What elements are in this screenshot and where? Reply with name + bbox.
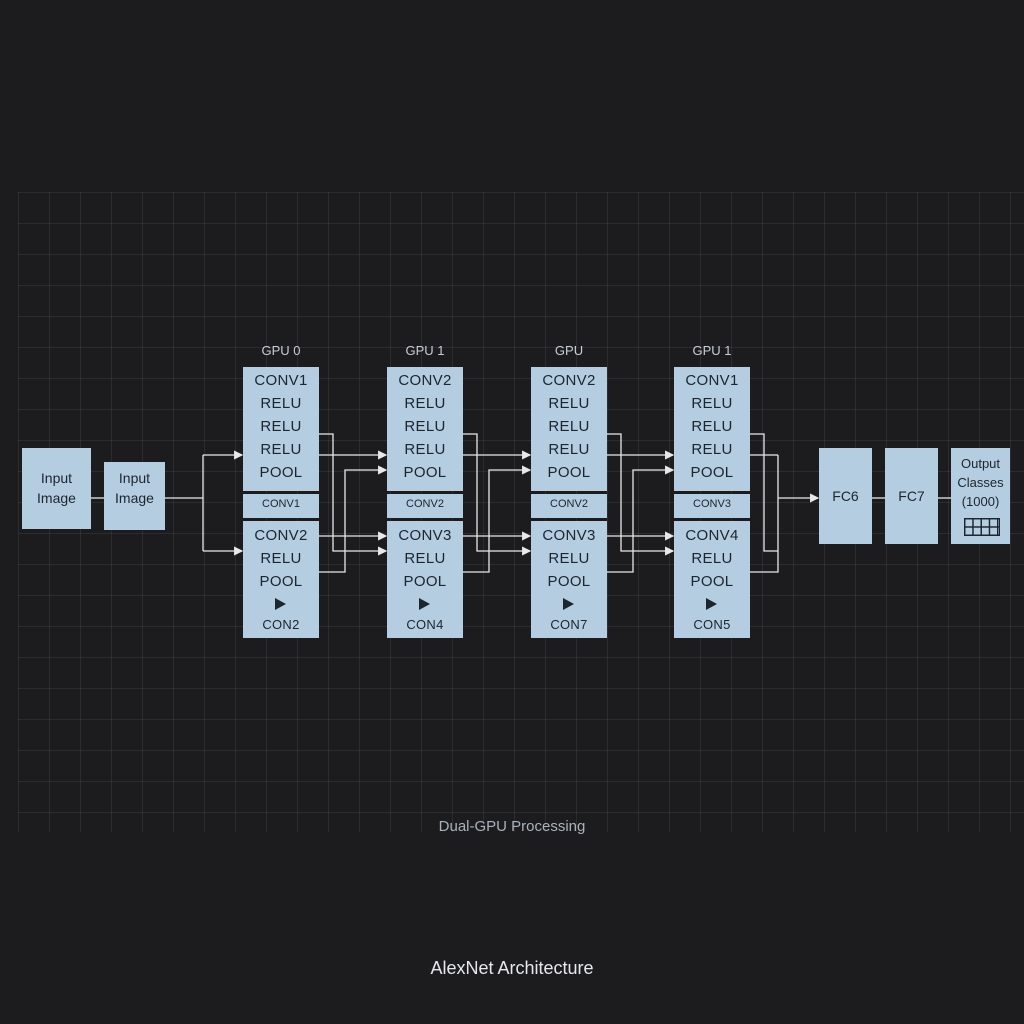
gpu-label: GPU 1 bbox=[405, 343, 445, 358]
layer-label: POOL bbox=[690, 464, 734, 481]
layer-label: RELU bbox=[691, 418, 733, 435]
layer-label: RELU bbox=[260, 550, 302, 567]
end-layer-label: CON2 bbox=[262, 617, 300, 632]
mid-layer-label: CONV3 bbox=[693, 498, 731, 510]
gpu-mid-block: CONV3 bbox=[674, 494, 750, 518]
end-layer-label: CON7 bbox=[550, 617, 588, 632]
play-arrow-icon bbox=[419, 598, 430, 610]
layer-label: POOL bbox=[547, 573, 591, 590]
layer-label: RELU bbox=[260, 395, 302, 412]
layer-label: POOL bbox=[259, 573, 303, 590]
layer-label: CONV3 bbox=[542, 527, 596, 544]
mid-layer-label: CONV2 bbox=[406, 498, 444, 510]
end-layer-label: CON5 bbox=[693, 617, 731, 632]
layer-label: CONV1 bbox=[685, 372, 739, 389]
layer-label: RELU bbox=[691, 441, 733, 458]
gpu-mid-block: CONV1 bbox=[243, 494, 319, 518]
layer-label: CONV4 bbox=[685, 527, 739, 544]
fc7-box: FC7 bbox=[885, 448, 938, 544]
layer-label: RELU bbox=[548, 418, 590, 435]
play-arrow-icon bbox=[275, 598, 286, 610]
fc6-box: FC6 bbox=[819, 448, 872, 544]
layer-label: RELU bbox=[404, 395, 446, 412]
layer-label: POOL bbox=[259, 464, 303, 481]
layer-label: CONV2 bbox=[398, 372, 452, 389]
layer-label: RELU bbox=[691, 550, 733, 567]
layer-label: RELU bbox=[404, 550, 446, 567]
layer-label: RELU bbox=[691, 395, 733, 412]
cross-connector bbox=[319, 433, 388, 556]
layer-label: CONV2 bbox=[254, 527, 308, 544]
table-grid-icon bbox=[964, 518, 1000, 536]
layer-label: RELU bbox=[260, 418, 302, 435]
layer-label: POOL bbox=[403, 573, 447, 590]
play-arrow-icon bbox=[563, 598, 574, 610]
input-image-box-2: Input Image bbox=[104, 462, 165, 530]
output-line-2: Classes bbox=[957, 475, 1004, 490]
cross-connector bbox=[463, 465, 532, 573]
input-image-box-1: Input Image bbox=[22, 448, 91, 529]
gpu-label: GPU bbox=[554, 343, 584, 358]
layer-label: RELU bbox=[548, 550, 590, 567]
cross-connector bbox=[463, 433, 532, 556]
cross-connector bbox=[607, 465, 675, 573]
gpu-mid-block: CONV2 bbox=[387, 494, 463, 518]
gpu-label: GPU 0 bbox=[261, 343, 301, 358]
layer-label: RELU bbox=[548, 441, 590, 458]
mid-layer-label: CONV2 bbox=[550, 498, 588, 510]
layer-label: CONV3 bbox=[398, 527, 452, 544]
layer-label: RELU bbox=[548, 395, 590, 412]
play-arrow-icon bbox=[706, 598, 717, 610]
gpu-mid-block: CONV2 bbox=[531, 494, 607, 518]
layer-label: POOL bbox=[690, 573, 734, 590]
output-line-3: (1000) bbox=[961, 494, 1000, 509]
layer-label: CONV2 bbox=[542, 372, 596, 389]
gpu-label: GPU 1 bbox=[692, 343, 732, 358]
input-image-label-2: Input Image bbox=[115, 470, 154, 506]
fc7-label: FC7 bbox=[898, 488, 925, 504]
merge-connector bbox=[750, 433, 778, 552]
diagram-subtitle: Dual-GPU Processing bbox=[438, 818, 586, 835]
diagram-title: AlexNet Architecture bbox=[430, 958, 594, 978]
layer-label: RELU bbox=[404, 418, 446, 435]
output-classes-box: Output Classes (1000) bbox=[951, 448, 1010, 544]
end-layer-label: CON4 bbox=[406, 617, 444, 632]
layer-label: RELU bbox=[260, 441, 302, 458]
input-image-label-1: Input Image bbox=[37, 470, 76, 506]
fc6-label: FC6 bbox=[832, 488, 859, 504]
output-line-1: Output bbox=[960, 456, 1001, 471]
layer-label: POOL bbox=[547, 464, 591, 481]
layer-label: RELU bbox=[404, 441, 446, 458]
cross-connector bbox=[319, 465, 388, 573]
cross-connector bbox=[607, 433, 675, 556]
layer-label: CONV1 bbox=[254, 372, 308, 389]
mid-layer-label: CONV1 bbox=[262, 498, 300, 510]
merge-connector bbox=[750, 455, 779, 573]
layer-label: POOL bbox=[403, 464, 447, 481]
